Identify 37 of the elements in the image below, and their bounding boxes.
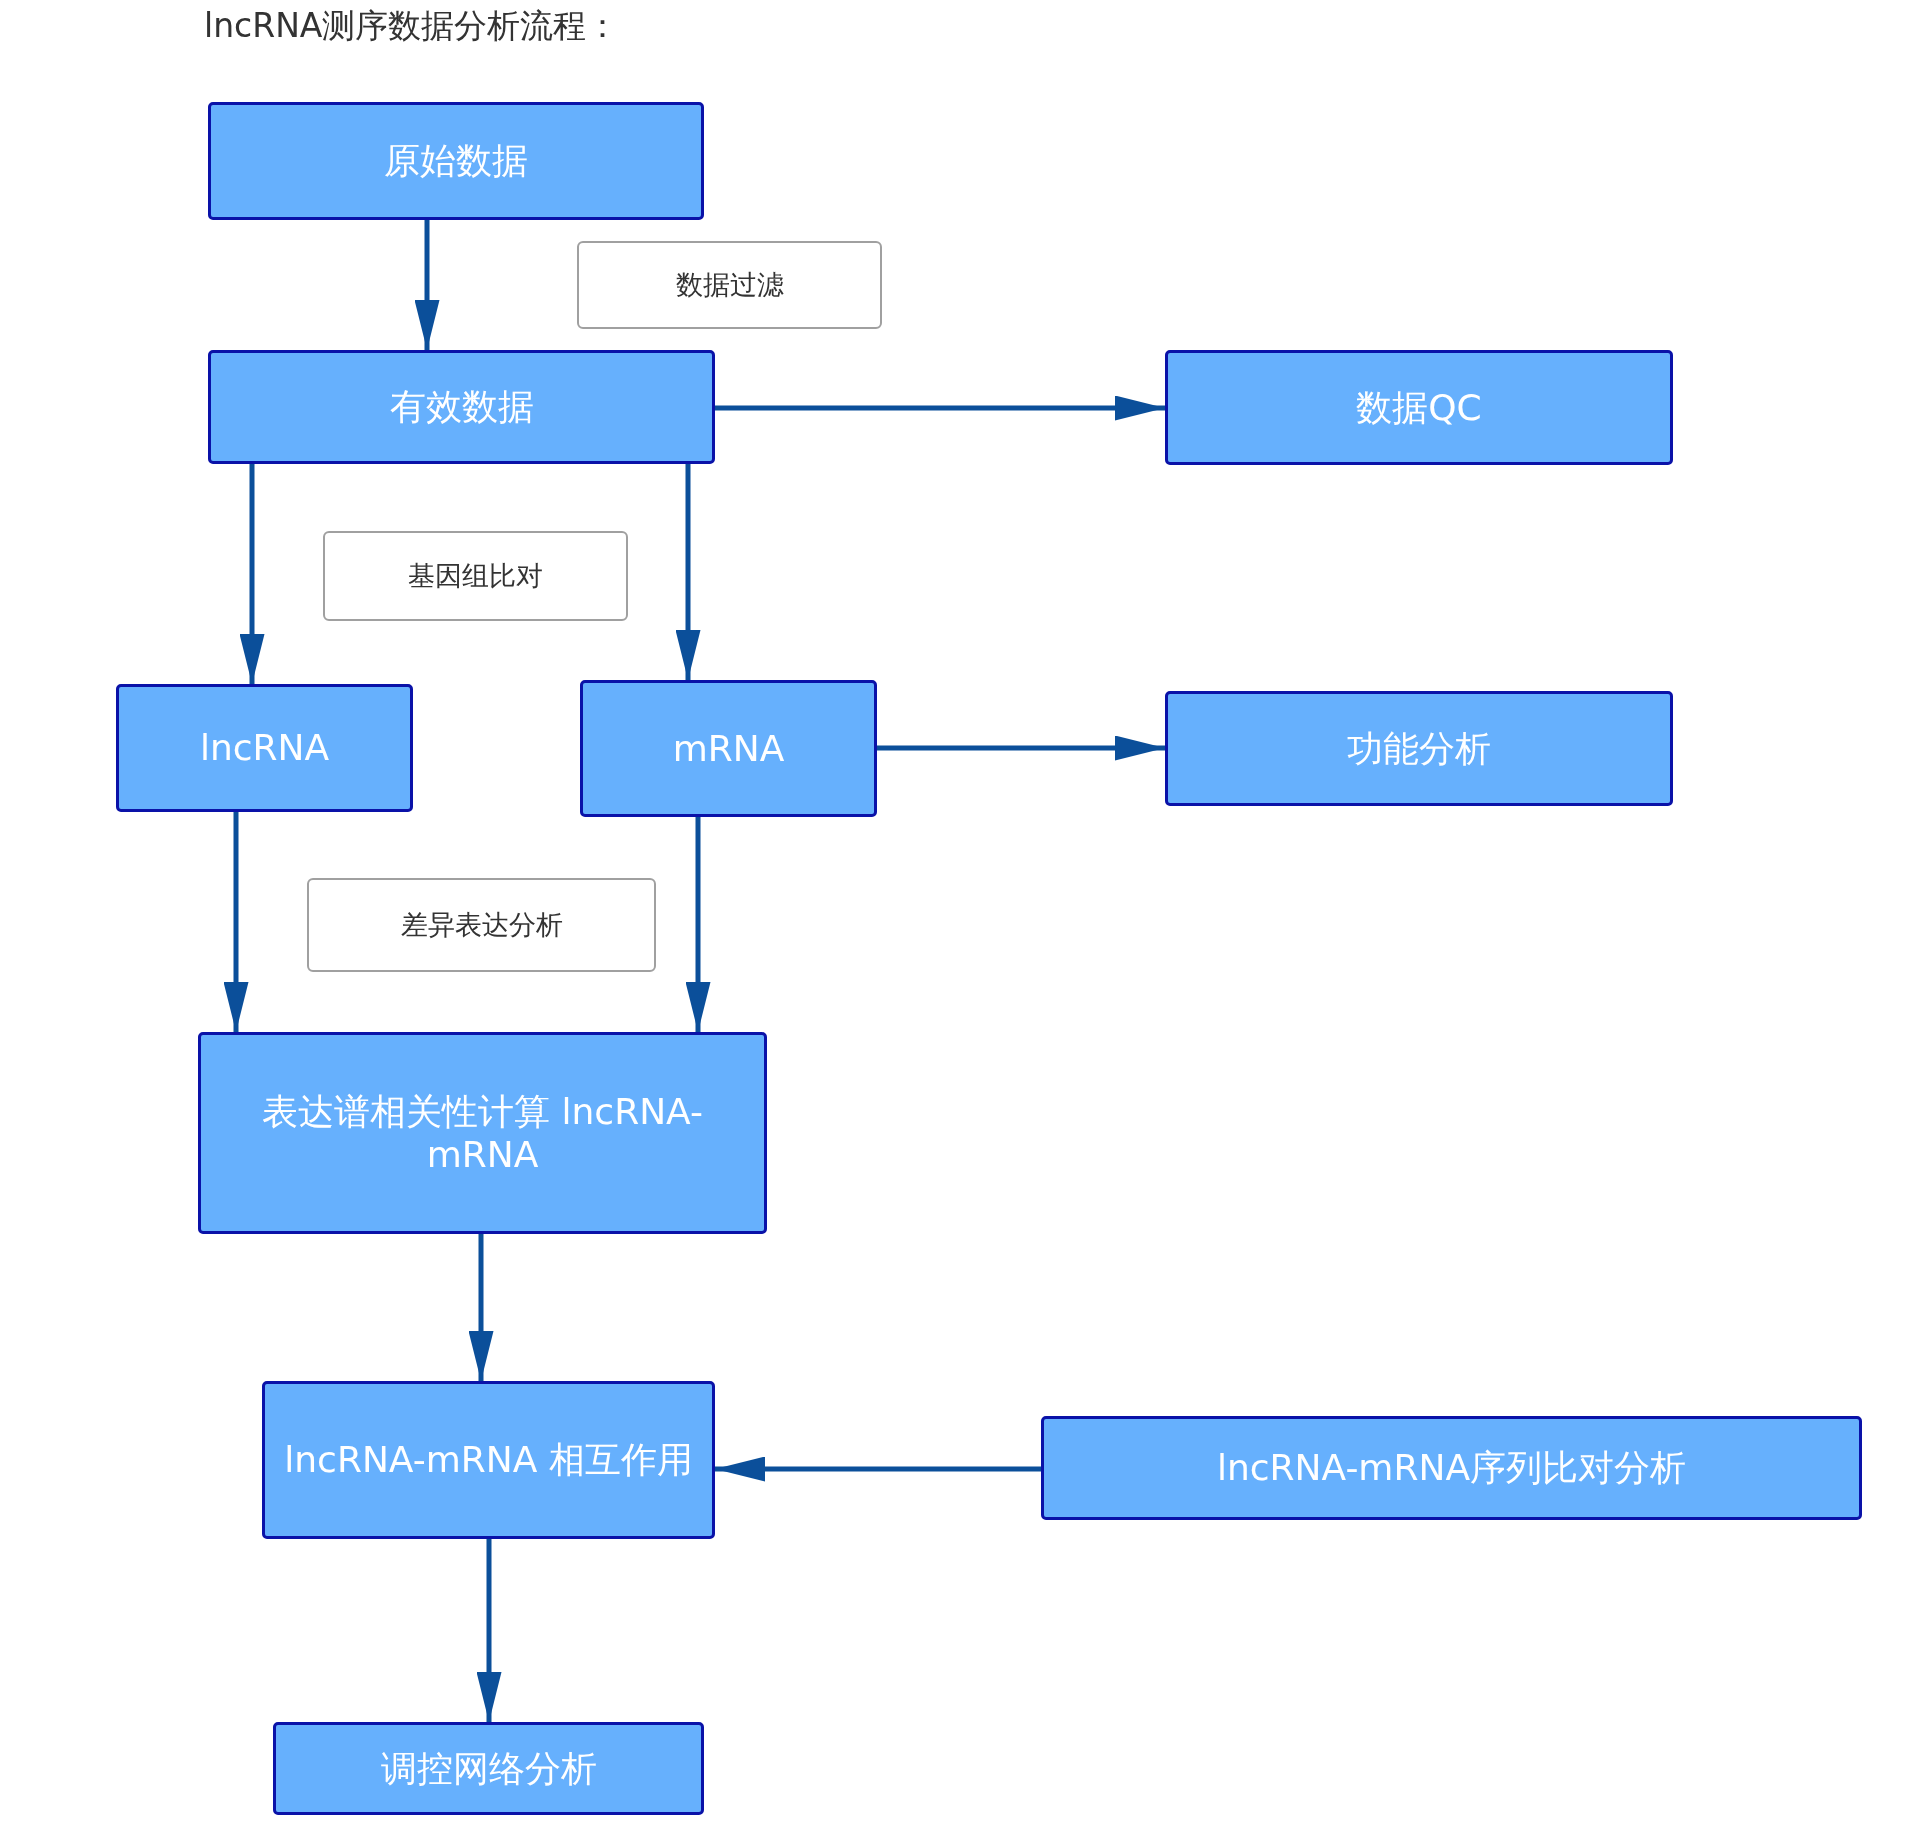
process-box <box>580 680 877 817</box>
box-text: 原始数据 <box>384 139 528 183</box>
box-text: 有效数据 <box>389 385 534 429</box>
arrow <box>468 1234 494 1381</box>
process-box <box>273 1722 704 1815</box>
diagram-title: lncRNA测序数据分析流程： <box>204 5 620 47</box>
box-text: 数据QC <box>1356 385 1482 430</box>
box-text: lncRNA <box>199 726 330 770</box>
arrow <box>239 464 265 684</box>
arrow <box>877 735 1165 761</box>
process-box <box>1165 350 1673 465</box>
step-label-box <box>307 878 656 972</box>
box-text: 调控网络分析 <box>380 1746 597 1791</box>
box-text: 差异表达分析 <box>400 908 563 942</box>
box-text: mRNA <box>672 726 785 771</box>
arrow <box>223 812 249 1032</box>
process-box <box>1041 1416 1862 1520</box>
step-label-box <box>323 531 628 621</box>
box-text: 数据过滤 <box>675 268 784 302</box>
process-box <box>116 684 413 812</box>
process-box <box>1165 691 1673 806</box>
box-text: lncRNA-mRNA 相互作用 <box>284 1438 693 1482</box>
arrow <box>476 1539 502 1722</box>
box-text: 表达谱相关性计算 lncRNA-mRNA <box>261 1089 704 1177</box>
process-box <box>198 1032 767 1234</box>
box-text: 基因组比对 <box>408 559 543 593</box>
box-text: lncRNA-mRNA序列比对分析 <box>1217 1446 1686 1490</box>
arrow <box>414 220 440 350</box>
arrow <box>715 1456 1041 1482</box>
arrow <box>685 817 711 1032</box>
arrow <box>715 395 1165 421</box>
arrow <box>675 464 701 680</box>
process-box <box>262 1381 715 1539</box>
process-box <box>208 350 715 464</box>
process-box <box>208 102 704 220</box>
box-text: 功能分析 <box>1347 726 1491 771</box>
step-label-box <box>577 241 882 329</box>
